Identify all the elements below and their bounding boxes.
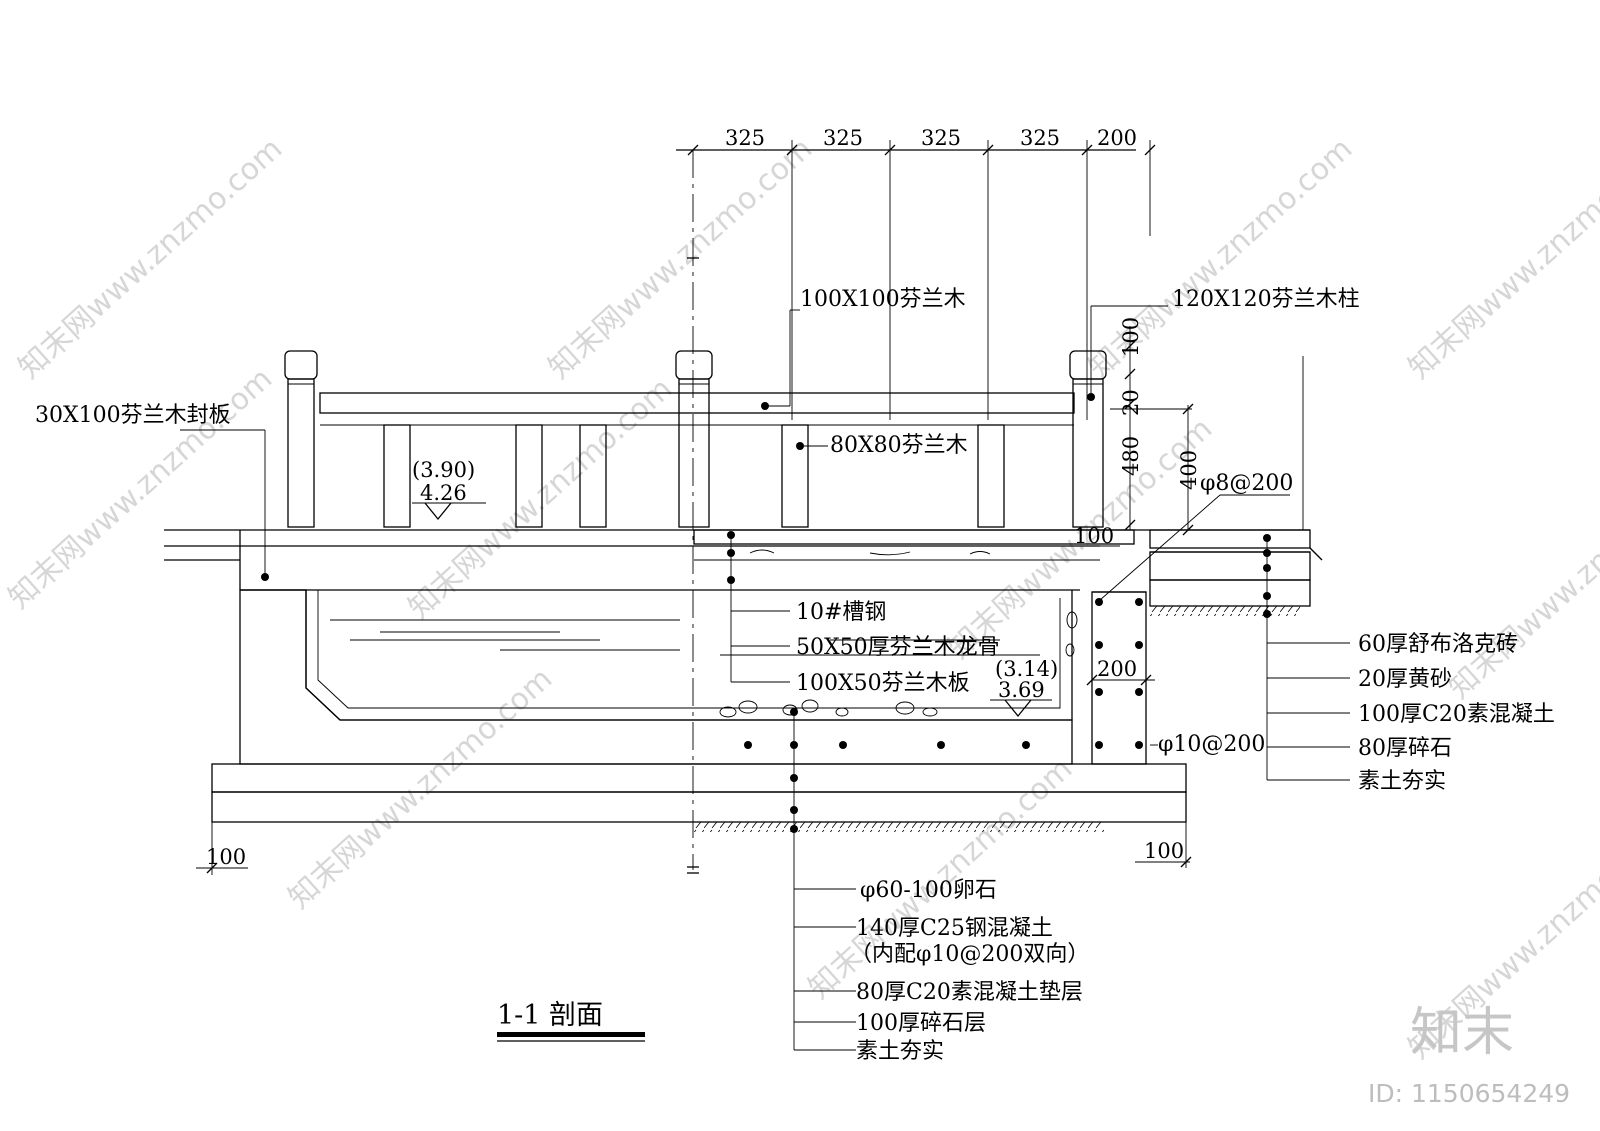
dim-joist-gap: 100 <box>1074 524 1114 548</box>
watermark-text: 知末网www.znzmo.com <box>1402 131 1600 386</box>
dim-span-2: 325 <box>823 126 863 150</box>
label-rebar-wall: φ8@200 <box>1200 471 1293 496</box>
dim-v-400: 400 <box>1177 450 1201 490</box>
label-paving-1: 60厚舒布洛克砖 <box>1358 632 1518 657</box>
label-base-5: 100厚碎石层 <box>856 1011 986 1036</box>
dim-wall-width: 200 <box>1097 657 1137 681</box>
label-base-1: φ60-100卵石 <box>860 878 997 903</box>
dim-span-5: 200 <box>1097 126 1137 150</box>
dim-v-480: 480 <box>1119 436 1143 476</box>
vertical-dimensions: 100 20 480 400 <box>1110 317 1304 536</box>
id-text: ID: 1150654249 <box>1368 1079 1570 1108</box>
label-board: 100X50芬兰木板 <box>796 671 970 696</box>
label-paving-4: 80厚碎石 <box>1358 736 1452 761</box>
small-dimensions: 100 200 100 100 <box>196 524 1192 875</box>
level-water-actual: 3.69 <box>998 678 1045 702</box>
dim-span-4: 325 <box>1020 126 1060 150</box>
label-joist: 50X50厚芬兰木龙骨 <box>796 635 1000 660</box>
label-fascia: 30X100芬兰木封板 <box>35 403 231 428</box>
watermark-text: 知末网www.znzmo.com <box>12 131 289 386</box>
level-deck-design: (3.90) <box>412 458 475 482</box>
brand: 知末 ID: 1150654249 <box>1368 1003 1570 1108</box>
label-paving-2: 20厚黄砂 <box>1358 667 1452 692</box>
level-deck-actual: 4.26 <box>420 481 467 505</box>
railing <box>284 350 1107 528</box>
dim-v-100: 100 <box>1119 317 1143 357</box>
dim-span-3: 325 <box>921 126 961 150</box>
label-base-6: 素土夯实 <box>856 1039 944 1064</box>
dim-base-right: 100 <box>1144 839 1184 863</box>
pool-structure <box>211 589 1187 832</box>
watermark-text: 知末网www.znzmo.com <box>1442 451 1600 706</box>
label-post: 120X120芬兰木柱 <box>1172 287 1360 312</box>
dim-v-20: 20 <box>1119 389 1143 416</box>
level-water-design: (3.14) <box>995 657 1058 681</box>
drawing-title: 1-1 剖面 <box>497 1000 645 1042</box>
level-markers: (3.90) 4.26 (3.14) 3.69 <box>412 458 1058 718</box>
logo-text: 知末 <box>1410 1003 1514 1063</box>
deck <box>164 529 1323 616</box>
label-baluster: 80X80芬兰木 <box>830 433 968 458</box>
label-paving-5: 素土夯实 <box>1358 769 1446 794</box>
dim-base-left: 100 <box>206 845 246 869</box>
label-base-3: （内配φ10@200双向） <box>850 942 1089 967</box>
label-base-2: 140厚C25钢混凝土 <box>856 916 1053 941</box>
label-channel: 10#槽钢 <box>796 600 886 625</box>
rebar-markers <box>261 573 1143 749</box>
top-dimension-chain: 325 325 325 325 200 <box>676 126 1156 874</box>
title-text: 1-1 剖面 <box>497 1000 603 1031</box>
leaders: 100X100芬兰木 120X120芬兰木柱 30X100芬兰木封板 80X80… <box>35 287 1555 1064</box>
dim-span-1: 325 <box>725 126 765 150</box>
watermark-text: 知末网www.znzmo.com <box>282 661 559 916</box>
label-handrail: 100X100芬兰木 <box>800 287 966 312</box>
label-paving-3: 100厚C20素混凝土 <box>1358 702 1555 727</box>
label-base-4: 80厚C20素混凝土垫层 <box>856 980 1083 1005</box>
watermark-text: 知末网www.znzmo.com <box>542 131 819 386</box>
label-rebar-slab: φ10@200 <box>1158 732 1265 757</box>
watermark-text: 知末网www.znzmo.com <box>2 361 279 616</box>
